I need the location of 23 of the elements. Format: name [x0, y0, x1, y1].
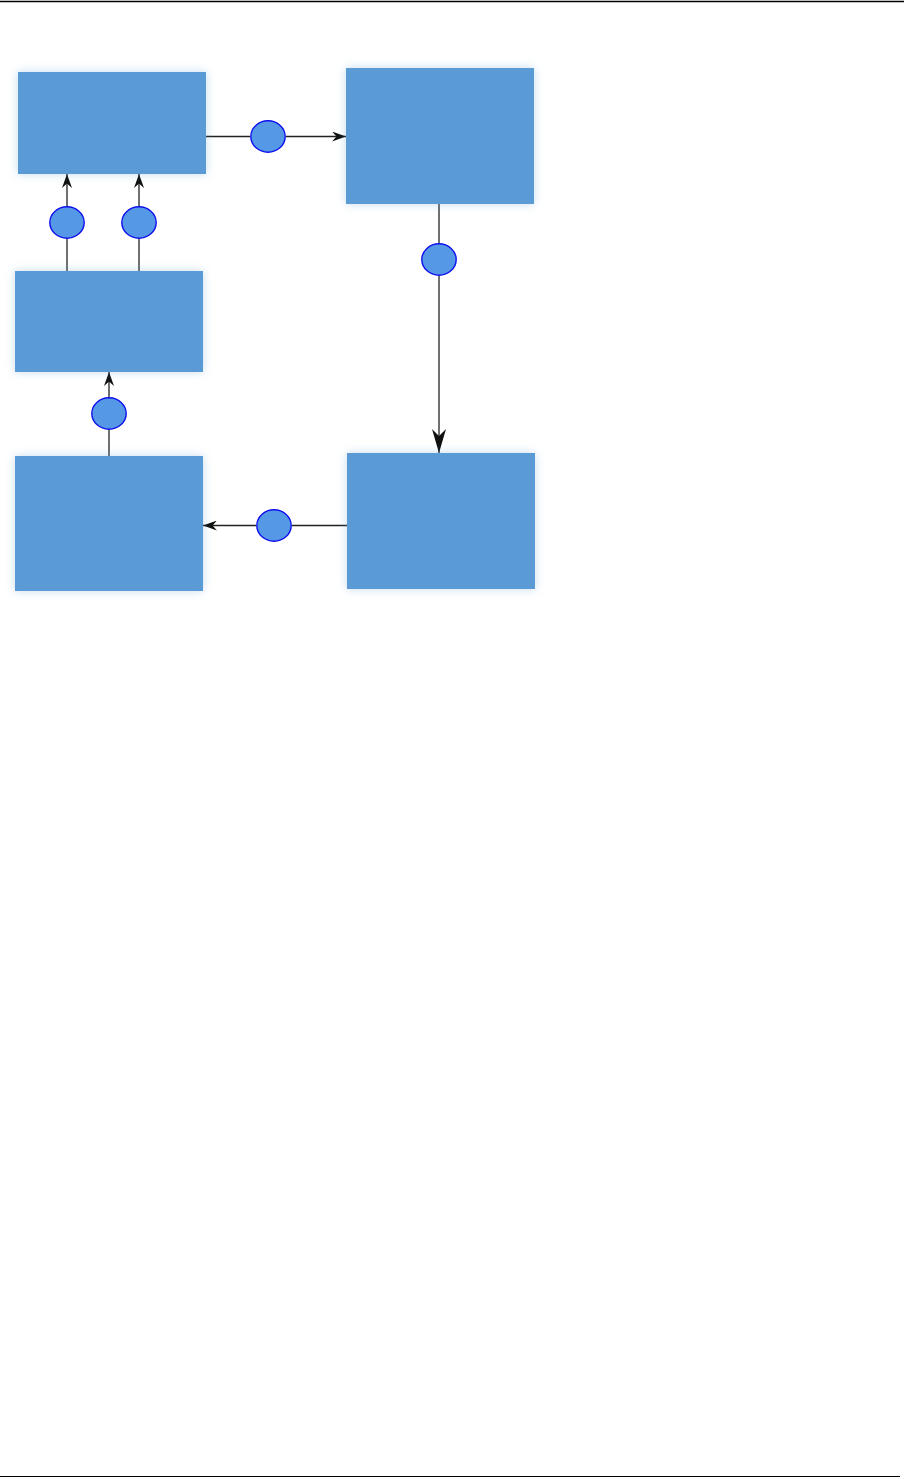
connector-line: [438, 203, 440, 244]
arrow: [62, 173, 72, 207]
junction-circle: [91, 397, 127, 430]
connector-line: [138, 238, 140, 272]
arrow: [202, 520, 257, 531]
junction-circle: [121, 206, 157, 239]
process-box: [18, 72, 206, 174]
junction-circle: [421, 243, 457, 276]
process-box: [346, 68, 534, 204]
process-box: [15, 271, 203, 372]
connector-line: [108, 429, 110, 457]
connector-line: [66, 238, 68, 272]
arrow: [134, 173, 144, 207]
process-box: [15, 456, 203, 591]
arrow: [104, 371, 114, 398]
junction-circle: [256, 509, 292, 542]
arrow: [285, 131, 347, 142]
connector-line: [205, 135, 251, 138]
junction-circle: [250, 120, 286, 153]
connector-line: [291, 524, 348, 527]
process-box: [347, 453, 535, 589]
arrow: [432, 275, 446, 454]
junction-circle: [49, 206, 85, 239]
